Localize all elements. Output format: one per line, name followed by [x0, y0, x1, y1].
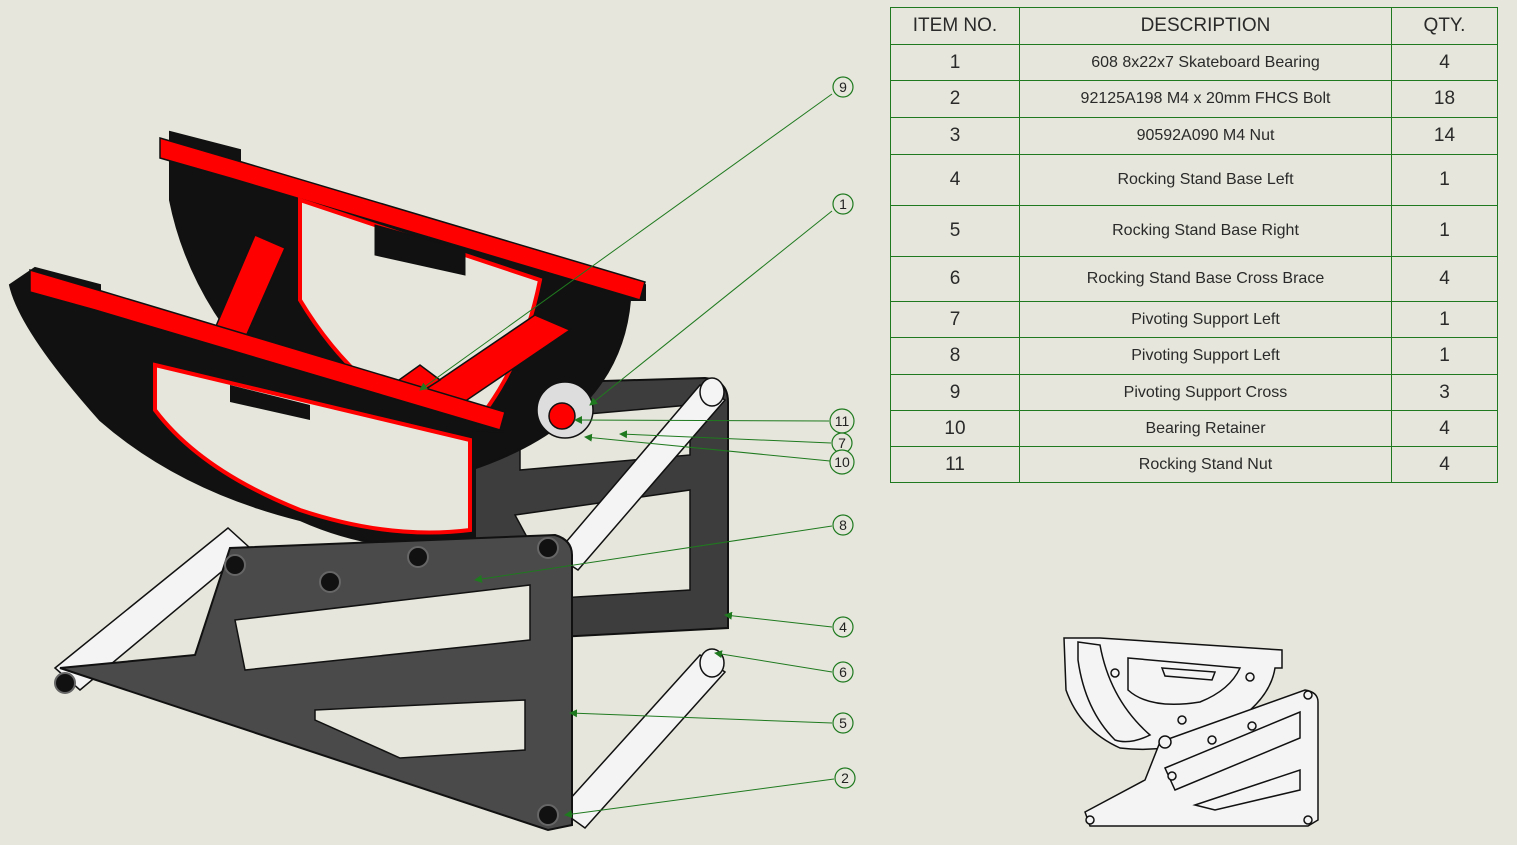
- cell-item: 6: [890, 256, 1020, 302]
- cell-item: 8: [890, 337, 1020, 375]
- cell-item: 4: [890, 154, 1020, 206]
- cell-description: Bearing Retainer: [1019, 410, 1392, 447]
- cell-description: Pivoting Support Left: [1019, 301, 1392, 338]
- cell-item: 2: [890, 80, 1020, 118]
- balloon-label: 4: [839, 619, 847, 635]
- cell-qty: 14: [1391, 117, 1498, 155]
- cell-item: 3: [890, 117, 1020, 155]
- balloon-label: 8: [839, 517, 847, 533]
- leader-lines: [419, 93, 835, 819]
- balloon-label: 2: [841, 770, 849, 786]
- cell-description: Pivoting Support Cross: [1019, 374, 1392, 411]
- cell-item: 7: [890, 301, 1020, 338]
- header-qty: QTY.: [1391, 7, 1498, 45]
- balloon-item-11: 11: [829, 408, 855, 434]
- table-row: 1 608 8x22x7 Skateboard Bearing 4: [890, 44, 1498, 81]
- bill-of-materials-table: ITEM NO. DESCRIPTION QTY. 1 608 8x22x7 S…: [890, 7, 1498, 483]
- balloon-item-6: 6: [832, 661, 854, 683]
- table-row: 6 Rocking Stand Base Cross Brace 4: [890, 256, 1498, 302]
- table-row: 5 Rocking Stand Base Right 1: [890, 205, 1498, 257]
- cell-qty: 4: [1391, 256, 1498, 302]
- cell-qty: 18: [1391, 80, 1498, 118]
- cell-description: 608 8x22x7 Skateboard Bearing: [1019, 44, 1392, 81]
- cell-qty: 3: [1391, 374, 1498, 411]
- balloon-label: 5: [839, 715, 847, 731]
- balloon-label: 6: [839, 664, 847, 680]
- pivoting-support-assembly: [8, 130, 646, 548]
- rocking-stand-base-right: [54, 533, 573, 832]
- cell-description: Rocking Stand Base Left: [1019, 154, 1392, 206]
- cell-qty: 4: [1391, 44, 1498, 81]
- cell-description: Pivoting Support Left: [1019, 337, 1392, 375]
- balloon-item-10: 10: [829, 449, 855, 475]
- header-description: DESCRIPTION: [1019, 7, 1392, 45]
- balloon-label: 11: [835, 413, 850, 429]
- balloon-label: 7: [838, 435, 846, 451]
- cell-description: 92125A198 M4 x 20mm FHCS Bolt: [1019, 80, 1392, 118]
- isometric-view: [8, 130, 729, 832]
- table-row: 11 Rocking Stand Nut 4: [890, 446, 1498, 483]
- cell-qty: 4: [1391, 446, 1498, 483]
- table-row: 7 Pivoting Support Left 1: [890, 301, 1498, 338]
- table-row: 9 Pivoting Support Cross 3: [890, 374, 1498, 411]
- table-row: 3 90592A090 M4 Nut 14: [890, 117, 1498, 155]
- balloon-item-2: 2: [834, 767, 856, 789]
- table-header-row: ITEM NO. DESCRIPTION QTY.: [890, 7, 1498, 45]
- cell-description: 90592A090 M4 Nut: [1019, 117, 1392, 155]
- balloon-label: 1: [839, 196, 847, 212]
- cell-item: 11: [890, 446, 1020, 483]
- balloon-label: 9: [839, 79, 847, 95]
- cell-qty: 1: [1391, 337, 1498, 375]
- balloon-label: 10: [834, 454, 850, 470]
- balloon-item-5: 5: [832, 712, 854, 734]
- cell-description: Rocking Stand Nut: [1019, 446, 1392, 483]
- cell-description: Rocking Stand Base Right: [1019, 205, 1392, 257]
- cross-braces: [53, 377, 727, 830]
- cell-qty: 1: [1391, 301, 1498, 338]
- cell-item: 10: [890, 410, 1020, 447]
- header-item-no: ITEM NO.: [890, 7, 1020, 45]
- cell-item: 9: [890, 374, 1020, 411]
- cell-item: 1: [890, 44, 1020, 81]
- table-row: 4 Rocking Stand Base Left 1: [890, 154, 1498, 206]
- balloon-item-8: 8: [832, 514, 854, 536]
- cell-qty: 4: [1391, 410, 1498, 447]
- balloon-item-9: 9: [832, 76, 854, 98]
- cell-qty: 1: [1391, 205, 1498, 257]
- balloon-item-1: 1: [832, 193, 854, 215]
- balloon-item-4: 4: [832, 616, 854, 638]
- cell-description: Rocking Stand Base Cross Brace: [1019, 256, 1392, 302]
- table-row: 10 Bearing Retainer 4: [890, 410, 1498, 447]
- cell-qty: 1: [1391, 154, 1498, 206]
- table-row: 2 92125A198 M4 x 20mm FHCS Bolt 18: [890, 80, 1498, 118]
- table-row: 8 Pivoting Support Left 1: [890, 337, 1498, 375]
- side-view-drawing: [1063, 637, 1319, 827]
- cell-item: 5: [890, 205, 1020, 257]
